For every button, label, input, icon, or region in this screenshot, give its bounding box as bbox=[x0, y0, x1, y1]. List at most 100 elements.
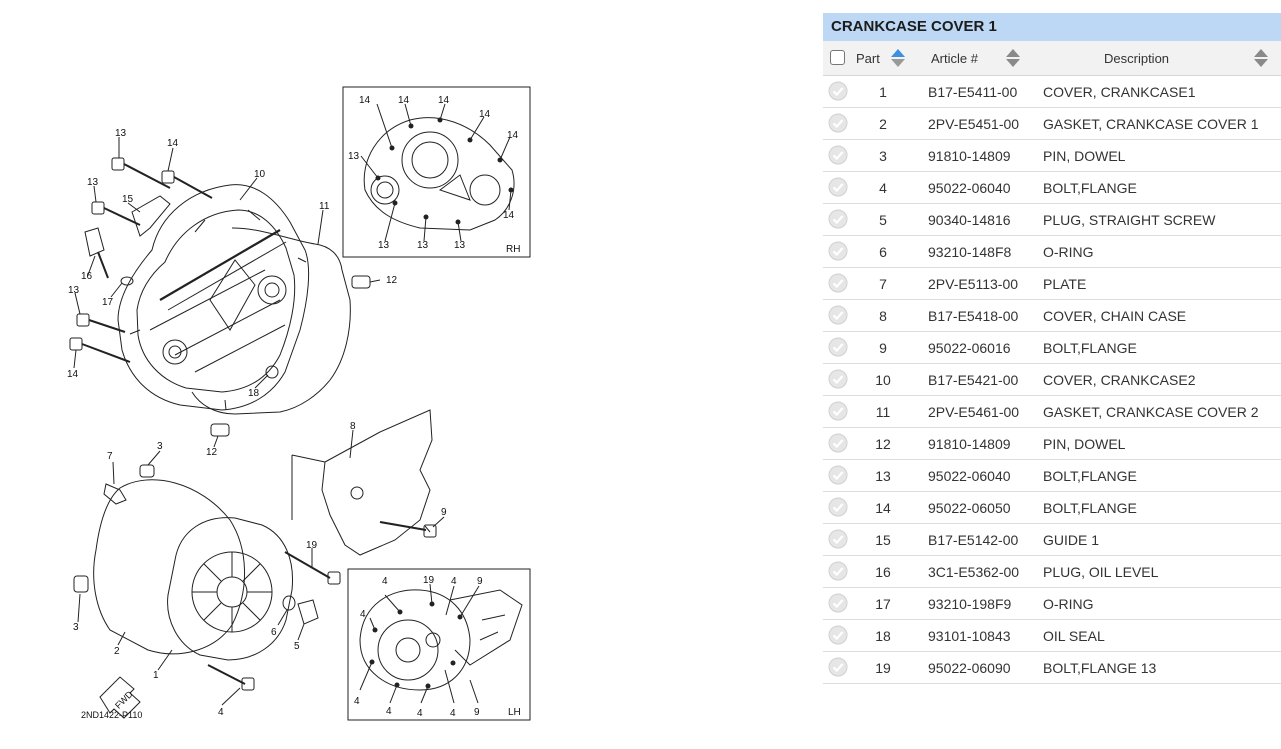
table-row[interactable]: 9 95022-06016 BOLT,FLANGE bbox=[823, 332, 1281, 364]
table-row[interactable]: 4 95022-06040 BOLT,FLANGE bbox=[823, 172, 1281, 204]
diagram-svg: 13 14 10 11 13 15 16 17 13 14 18 12 12 1… bbox=[67, 86, 531, 721]
exploded-parts-diagram[interactable]: 13 14 10 11 13 15 16 17 13 14 18 12 12 1… bbox=[0, 0, 800, 749]
crankcase-cover-1-drawing bbox=[73, 464, 341, 691]
row-check-icon[interactable] bbox=[828, 305, 848, 325]
row-check-icon[interactable] bbox=[828, 561, 848, 581]
rh-callout-13d: 13 bbox=[454, 240, 466, 251]
column-header-part[interactable]: Part bbox=[856, 51, 880, 66]
part-number-cell: 17 bbox=[875, 596, 891, 612]
panel-title: CRANKCASE COVER 1 bbox=[823, 13, 1281, 41]
part-number-cell: 11 bbox=[875, 404, 891, 420]
sort-description-icon[interactable] bbox=[1253, 48, 1269, 68]
article-number-cell: B17-E5411-00 bbox=[928, 84, 1018, 100]
table-row[interactable]: 11 2PV-E5461-00 GASKET, CRANKCASE COVER … bbox=[823, 396, 1281, 428]
table-row[interactable]: 8 B17-E5418-00 COVER, CHAIN CASE bbox=[823, 300, 1281, 332]
chain-case-cover-drawing bbox=[291, 409, 437, 556]
gasket-crankcase-cover-2-drawing bbox=[191, 227, 351, 415]
callout-3a: 3 bbox=[157, 441, 163, 452]
row-check-icon[interactable] bbox=[828, 529, 848, 549]
row-check-icon[interactable] bbox=[828, 497, 848, 517]
table-row[interactable]: 5 90340-14816 PLUG, STRAIGHT SCREW bbox=[823, 204, 1281, 236]
lh-callout-9a: 9 bbox=[477, 576, 483, 587]
callout-9a: 9 bbox=[441, 507, 447, 518]
row-check-icon[interactable] bbox=[828, 113, 848, 133]
table-row[interactable]: 1 B17-E5411-00 COVER, CRANKCASE1 bbox=[823, 76, 1281, 108]
rh-callout-14d: 14 bbox=[479, 109, 491, 120]
callout-5: 5 bbox=[294, 641, 300, 652]
table-row[interactable]: 10 B17-E5421-00 COVER, CRANKCASE2 bbox=[823, 364, 1281, 396]
column-header-description[interactable]: Description bbox=[1104, 51, 1170, 66]
row-check-icon[interactable] bbox=[828, 657, 848, 677]
callout-11: 11 bbox=[319, 201, 330, 212]
article-number-cell: 3C1-E5362-00 bbox=[928, 564, 1020, 580]
table-row[interactable]: 2 2PV-E5451-00 GASKET, CRANKCASE COVER 1 bbox=[823, 108, 1281, 140]
lh-inset-drawing bbox=[347, 568, 531, 721]
table-row[interactable]: 19 95022-06090 BOLT,FLANGE 13 bbox=[823, 652, 1281, 684]
row-check-icon[interactable] bbox=[828, 369, 848, 389]
description-cell: O-RING bbox=[1043, 244, 1094, 260]
description-cell: GUIDE 1 bbox=[1043, 532, 1100, 548]
table-row[interactable]: 15 B17-E5142-00 GUIDE 1 bbox=[823, 524, 1281, 556]
lh-label: LH bbox=[508, 707, 521, 718]
part-number-cell: 5 bbox=[879, 212, 887, 228]
sort-part-icon[interactable] bbox=[890, 48, 906, 68]
table-row[interactable]: 3 91810-14809 PIN, DOWEL bbox=[823, 140, 1281, 172]
select-all-checkbox[interactable] bbox=[830, 50, 845, 65]
part-number-cell: 10 bbox=[875, 372, 891, 388]
lh-callout-4g: 4 bbox=[450, 708, 456, 719]
article-number-cell: 91810-14809 bbox=[928, 148, 1011, 164]
rh-callout-13a: 13 bbox=[348, 151, 360, 162]
article-number-cell: 2PV-E5113-00 bbox=[928, 276, 1019, 292]
part-number-cell: 3 bbox=[879, 148, 887, 164]
row-check-icon[interactable] bbox=[828, 625, 848, 645]
description-cell: GASKET, CRANKCASE COVER 2 bbox=[1043, 404, 1259, 420]
table-row[interactable]: 7 2PV-E5113-00 PLATE bbox=[823, 268, 1281, 300]
callout-8: 8 bbox=[350, 421, 356, 432]
row-check-icon[interactable] bbox=[828, 145, 848, 165]
callout-12b: 12 bbox=[386, 275, 398, 286]
row-check-icon[interactable] bbox=[828, 433, 848, 453]
row-check-icon[interactable] bbox=[828, 81, 848, 101]
description-cell: PLATE bbox=[1043, 276, 1087, 292]
article-number-cell: 95022-06040 bbox=[928, 468, 1011, 484]
part-number-cell: 1 bbox=[879, 84, 887, 100]
article-number-cell: 95022-06040 bbox=[928, 180, 1011, 196]
row-check-icon[interactable] bbox=[828, 241, 848, 261]
table-row[interactable]: 12 91810-14809 PIN, DOWEL bbox=[823, 428, 1281, 460]
callout-13c: 13 bbox=[68, 285, 80, 296]
row-check-icon[interactable] bbox=[828, 337, 848, 357]
column-header-article[interactable]: Article # bbox=[931, 51, 978, 66]
part-number-cell: 8 bbox=[879, 308, 887, 324]
description-cell: PIN, DOWEL bbox=[1043, 436, 1126, 452]
rh-callout-13c: 13 bbox=[417, 240, 429, 251]
part-number-cell: 12 bbox=[875, 436, 891, 452]
article-number-cell: 93210-148F8 bbox=[928, 244, 1012, 260]
article-number-cell: B17-E5421-00 bbox=[928, 372, 1019, 388]
row-check-icon[interactable] bbox=[828, 177, 848, 197]
row-check-icon[interactable] bbox=[828, 209, 848, 229]
table-row[interactable]: 16 3C1-E5362-00 PLUG, OIL LEVEL bbox=[823, 556, 1281, 588]
callout-3b: 3 bbox=[73, 622, 79, 633]
table-row[interactable]: 13 95022-06040 BOLT,FLANGE bbox=[823, 460, 1281, 492]
row-check-icon[interactable] bbox=[828, 465, 848, 485]
diagram-code: 2ND1422-P110 bbox=[81, 710, 142, 720]
part-number-cell: 18 bbox=[875, 628, 891, 644]
table-row[interactable]: 6 93210-148F8 O-RING bbox=[823, 236, 1281, 268]
article-number-cell: 93101-10843 bbox=[928, 628, 1011, 644]
table-row[interactable]: 14 95022-06050 BOLT,FLANGE bbox=[823, 492, 1281, 524]
row-check-icon[interactable] bbox=[828, 273, 848, 293]
part-number-cell: 9 bbox=[879, 340, 887, 356]
callout-12a: 12 bbox=[206, 447, 218, 458]
table-row[interactable]: 17 93210-198F9 O-RING bbox=[823, 588, 1281, 620]
article-number-cell: 95022-06050 bbox=[928, 500, 1011, 516]
row-check-icon[interactable] bbox=[828, 401, 848, 421]
callout-10: 10 bbox=[254, 169, 266, 180]
article-number-cell: 90340-14816 bbox=[928, 212, 1011, 228]
article-number-cell: 95022-06090 bbox=[928, 660, 1011, 676]
part-number-cell: 13 bbox=[875, 468, 891, 484]
row-check-icon[interactable] bbox=[828, 593, 848, 613]
upper-bolts-drawing bbox=[69, 157, 371, 437]
sort-article-icon[interactable] bbox=[1005, 48, 1021, 68]
table-row[interactable]: 18 93101-10843 OIL SEAL bbox=[823, 620, 1281, 652]
